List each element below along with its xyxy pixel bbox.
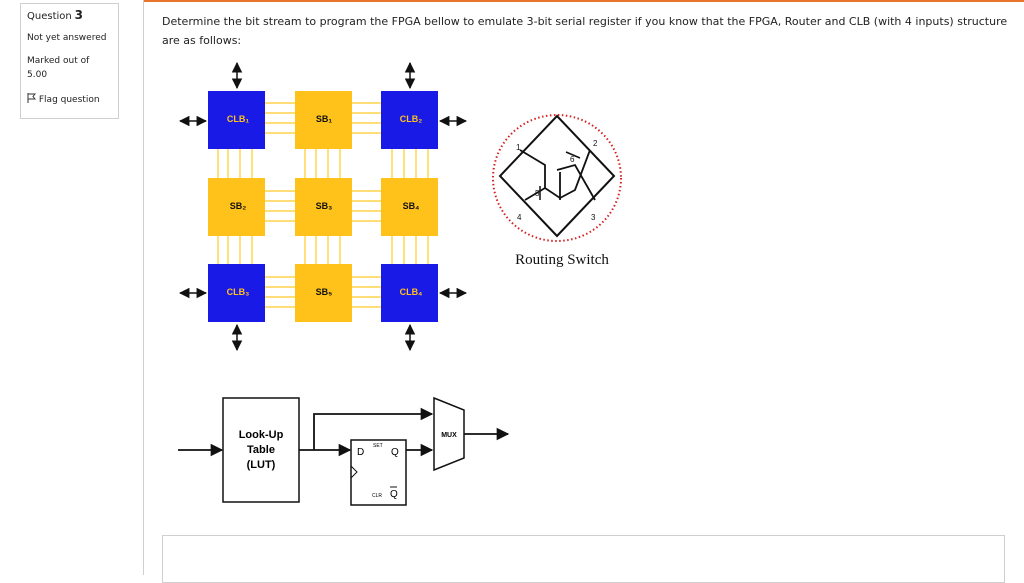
ff-qbar-label: Q [390,489,398,500]
lut-block [222,397,300,503]
ff-d-label: D [357,447,364,458]
lut-label-line1: Look-Up [239,429,284,441]
sb4-label: SB₄ [403,201,420,211]
marked-out-of-value: 5.00 [27,69,48,80]
clb2-label: CLB₂ [400,114,423,124]
sb2-label: SB₂ [230,201,247,211]
flag-question-link[interactable]: Flag question [27,92,112,105]
lut-label-line2: Table [247,444,275,456]
question-label: Question [27,11,72,22]
flag-icon [27,92,37,103]
ff-clr-label: CLR [372,493,382,499]
routing-label-3: 3 [591,213,596,222]
clb-structure-diagram: Look-Up Table (LUT) D Q SET CLR Q MUX [178,396,510,506]
marked-out-of: Marked out of 5.00 [27,55,112,83]
clb3-block [208,264,265,322]
clb3-label: CLB₃ [227,287,250,297]
routing-label-2: 2 [593,139,598,148]
sb1-label: SB₁ [316,114,333,124]
clb1-label: CLB₁ [227,114,249,124]
sb5-block [295,264,352,322]
top-accent-bar [143,0,1024,2]
clb4-label: CLB₄ [400,287,423,297]
question-text: Determine the bit stream to program the … [162,15,1008,47]
question-info-panel: Question 3 Not yet answered Marked out o… [20,3,119,119]
question-number-line: Question 3 [27,8,112,22]
lut-label-line3: (LUT) [247,459,276,471]
fpga-io-arrows [178,61,468,352]
answer-box[interactable] [162,535,1005,583]
fpga-routing-wires [217,102,429,308]
sb5-label: SB₅ [316,287,333,297]
clb1-block [208,91,265,149]
sb2-block [208,178,265,236]
marked-out-of-label: Marked out of [27,56,90,66]
sb4-block [381,178,438,236]
sb1-block [295,91,352,149]
answer-status: Not yet answered [27,33,107,43]
sb3-block [295,178,352,236]
question-number: 3 [74,8,83,22]
flip-flop-block [350,439,407,506]
column-divider [143,0,144,575]
sb3-label: SB₃ [316,201,333,211]
ff-set-label: SET [373,443,383,449]
mux-label: MUX [441,432,457,439]
routing-label-4: 4 [517,213,522,222]
ff-q-label: Q [391,447,399,458]
routing-switch-diagram: 1 2 3 4 5 6 Routing Switch [492,114,622,268]
routing-label-6: 6 [570,155,575,164]
flag-question-label: Flag question [38,94,100,105]
routing-label-5: 5 [535,189,540,198]
mux-block [433,396,465,472]
routing-switch-caption: Routing Switch [515,252,609,268]
routing-label-1: 1 [516,143,521,152]
clb2-block [381,91,438,149]
clb4-block [381,264,438,322]
